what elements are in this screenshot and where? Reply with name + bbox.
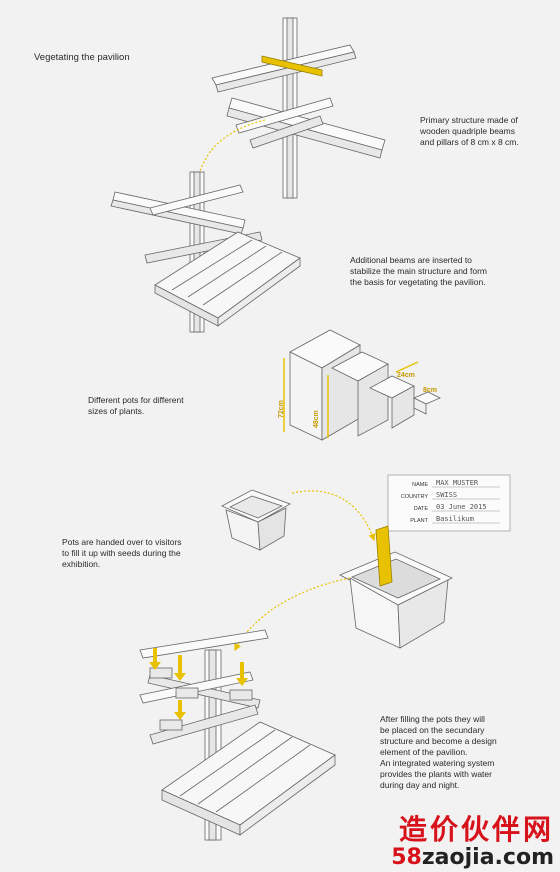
caption-line: structure and become a design	[380, 736, 497, 746]
caption-line: and pillars of 8 cm x 8 cm.	[420, 137, 519, 147]
card-value-country: SWISS	[436, 491, 457, 499]
flow-arrow-2	[291, 490, 376, 542]
caption-primary-structure: Primary structure made of wooden quadrip…	[420, 115, 556, 148]
watermark-url-rest: zaojia.com	[421, 845, 554, 870]
caption-additional-beams: Additional beams are inserted to stabili…	[350, 255, 530, 288]
plant-label-card: NAME MAX MUSTER COUNTRY SWISS DATE 03 Ju…	[387, 474, 511, 532]
caption-line: stabilize the main structure and form	[350, 266, 488, 276]
page-title: Vegetating the pavilion	[34, 52, 130, 63]
card-label-plant: PLANT	[410, 518, 428, 524]
caption-line: to fill it up with seeds during the	[62, 548, 181, 558]
watermark: 造价伙伴网 58zaojia.com	[391, 814, 554, 870]
filled-pot-drawing	[339, 525, 453, 649]
card-value-date: 03 June 2015	[436, 503, 487, 511]
dim-24cm: 24cm	[397, 372, 415, 379]
card-value-name: MAX MUSTER	[436, 479, 479, 487]
pots-drawing	[283, 329, 441, 441]
caption-pots: Different pots for different sizes of pl…	[88, 395, 208, 417]
dim-72cm: 72cm	[278, 400, 285, 418]
caption-line: element of the pavilion.	[380, 747, 468, 757]
caption-line: be placed on the secundary	[380, 725, 485, 735]
caption-line: sizes of plants.	[88, 406, 145, 416]
card-label-date: DATE	[414, 506, 429, 512]
watermark-chinese: 造价伙伴网	[398, 813, 554, 846]
watermark-url: 58zaojia.com	[391, 846, 554, 870]
vegetated-pavilion-drawing	[139, 629, 336, 841]
caption-line: wooden quadriple beams	[420, 126, 515, 136]
caption-line: provides the plants with water	[380, 769, 492, 779]
watermark-url-number: 58	[391, 845, 422, 870]
caption-line: Different pots for different	[88, 395, 184, 405]
pot-drop-arrows	[149, 648, 248, 720]
empty-pot-drawing	[221, 489, 291, 551]
primary-structure-drawing	[211, 17, 386, 199]
card-label-country: COUNTRY	[401, 494, 428, 500]
card-label-name: NAME	[412, 482, 428, 488]
caption-filling: After filling the pots they will be plac…	[380, 714, 550, 791]
flow-arrow-3	[234, 577, 351, 652]
caption-line: the basis for vegetating the pavilion.	[350, 277, 486, 287]
caption-visitors: Pots are handed over to visitors to fill…	[62, 537, 202, 570]
caption-line: After filling the pots they will	[380, 714, 485, 724]
caption-line: during day and night.	[380, 780, 460, 790]
caption-line: Pots are handed over to visitors	[62, 537, 182, 547]
dim-48cm: 48cm	[313, 410, 320, 428]
caption-line: exhibition.	[62, 559, 101, 569]
card-value-plant: Basilikum	[436, 515, 474, 523]
caption-line: Primary structure made of	[420, 115, 518, 125]
dim-8cm: 8cm	[423, 387, 437, 394]
secondary-structure-drawing	[110, 171, 301, 333]
flow-arrow-1	[195, 119, 266, 180]
caption-line: An integrated watering system	[380, 758, 495, 768]
caption-line: Additional beams are inserted to	[350, 255, 472, 265]
